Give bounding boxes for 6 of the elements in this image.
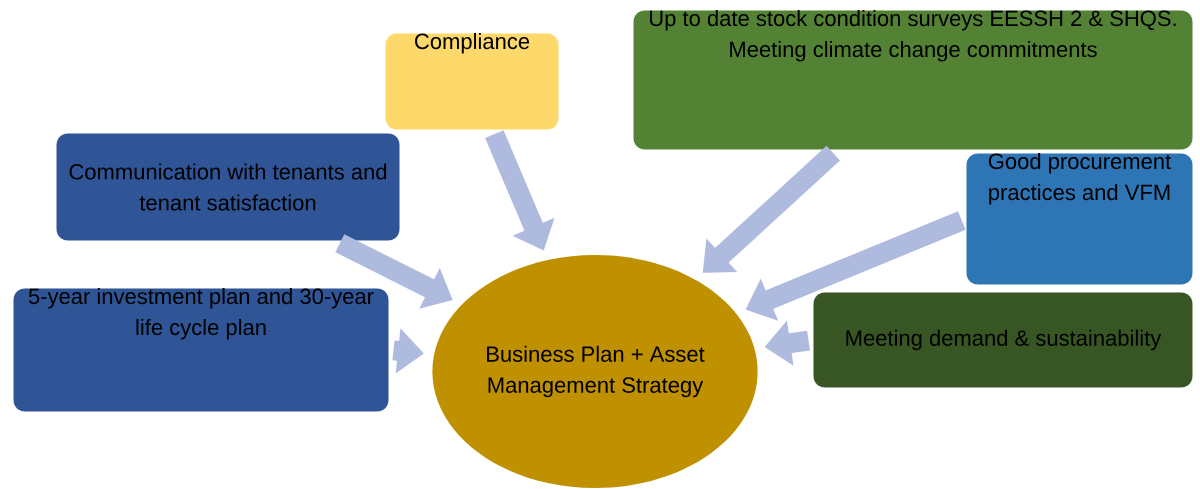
- text-box: Compliance: [384, 32, 560, 131]
- text-box: 5-year investment plan and 30-year life cycle plan: [12, 287, 390, 413]
- text-box: Meeting demand & sustainability: [812, 291, 1194, 389]
- text-box: Communication with tenants and tenant satisfaction: [55, 132, 401, 242]
- text-box: Good procurement practices and VFM: [965, 152, 1194, 286]
- text-box: Up to date stock condition surveys EESSH 2 & SHQS. Meeting climate change commitments: [632, 9, 1194, 151]
